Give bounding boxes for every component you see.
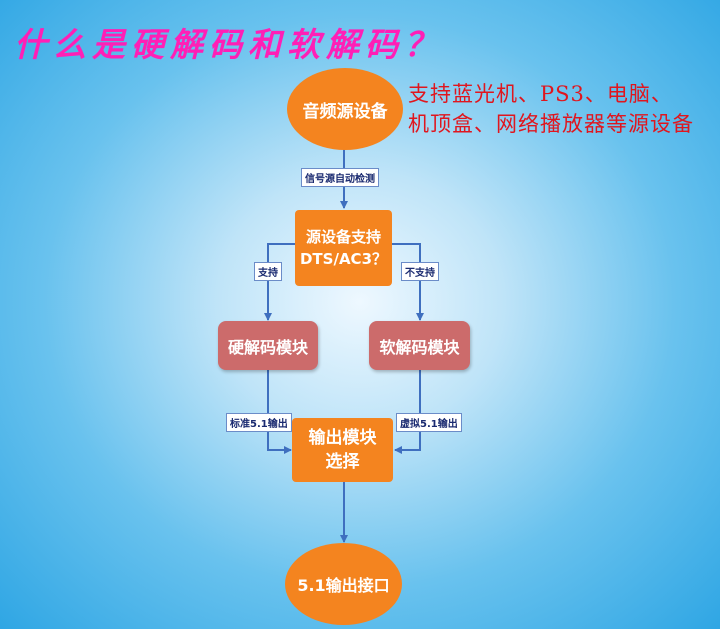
output-port-node: 5.1输出接口 (285, 543, 402, 625)
decision-node: 源设备支持 DTS/AC3？ (295, 210, 392, 286)
output-select-label-line1: 输出模块 (308, 428, 377, 448)
output-port-label: 5.1输出接口 (297, 576, 390, 595)
soft-decode-label: 软解码模块 (379, 337, 460, 357)
source-devices-note-line2: 机顶盒、网络播放器等源设备 (408, 112, 694, 136)
decision-label-line1: 源设备支持 (305, 228, 381, 246)
not-supported-edge-label: 不支持 (401, 262, 439, 281)
page-title: 什么是硬解码和软解码？ (14, 25, 443, 64)
audio-source-node: 音频源设备 (287, 68, 403, 150)
source-devices-note-line1: 支持蓝光机、PS3、电脑、 (408, 82, 673, 106)
arrow-hard-to-output (267, 370, 292, 454)
output-select-label-line2: 选择 (325, 452, 360, 472)
hard-decode-label: 硬解码模块 (227, 337, 308, 357)
supported-edge-label: 支持 (254, 262, 282, 281)
virtual-output-edge-label: 虚拟5.1输出 (396, 413, 462, 432)
arrow-decision-to-hard (264, 243, 295, 321)
arrow-decision-to-soft (392, 243, 424, 321)
standard-output-edge-label: 标准5.1输出 (226, 413, 292, 432)
decision-label-line2: DTS/AC3？ (299, 250, 388, 268)
soft-decode-node: 软解码模块 (369, 321, 470, 370)
audio-source-label: 音频源设备 (302, 101, 388, 122)
arrow-soft-to-output (394, 370, 421, 454)
output-select-node: 输出模块 选择 (292, 418, 393, 482)
detect-edge-label: 信号源自动检测 (301, 168, 379, 187)
hard-decode-node: 硬解码模块 (218, 321, 318, 370)
